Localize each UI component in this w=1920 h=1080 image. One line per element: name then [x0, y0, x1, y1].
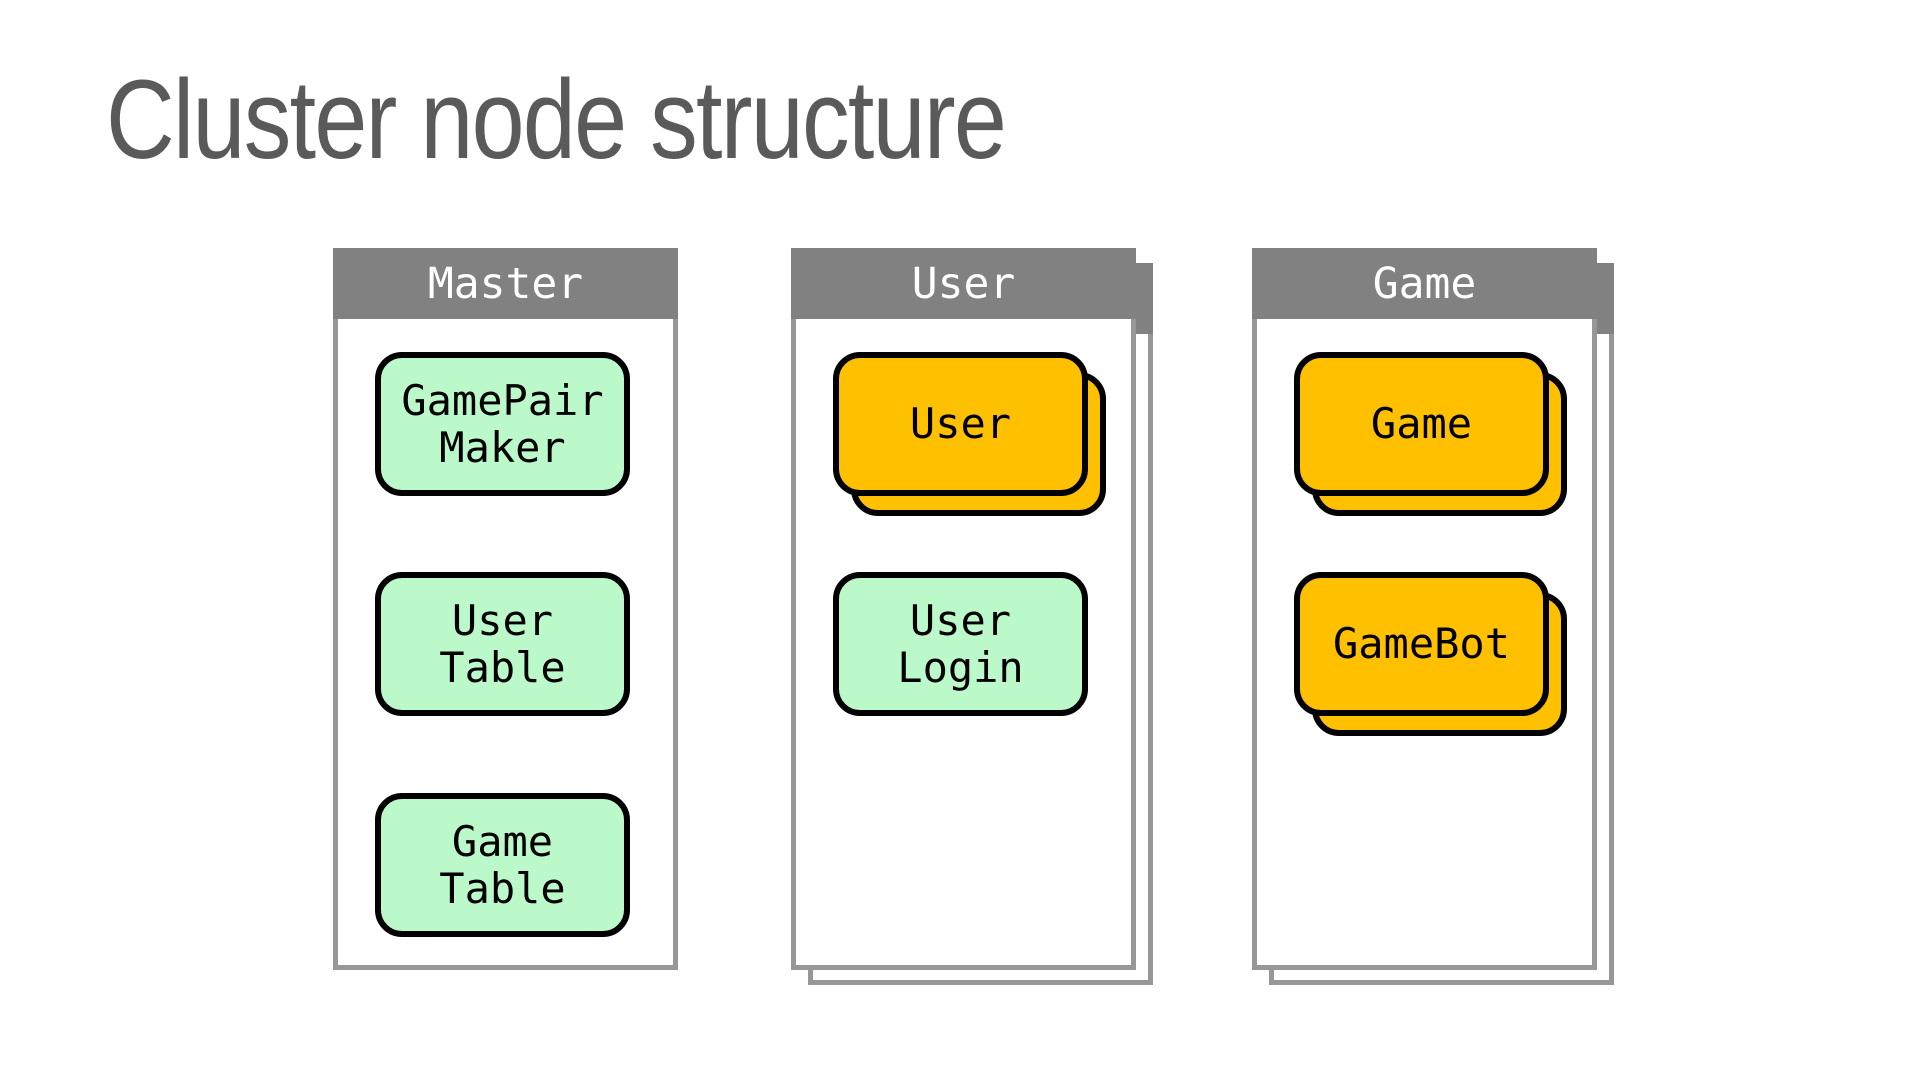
box-label-line: Game — [1370, 399, 1473, 449]
box-label-line: User — [451, 595, 554, 645]
master-panel: Master GamePair Maker User Table Game Ta… — [333, 248, 678, 970]
box-label-line: GamePair — [401, 375, 604, 425]
box-label-line: Game — [451, 816, 554, 866]
user-node-stack: User — [833, 352, 1106, 516]
box-label-line: Maker — [439, 423, 566, 472]
user-login-box: User Login — [833, 572, 1088, 716]
user-panel-title: User — [911, 258, 1016, 309]
node-column-user: User User User Login — [791, 248, 1153, 985]
game-node-stack: Game — [1294, 352, 1567, 516]
master-panel-title: Master — [427, 258, 584, 309]
box-label-line: GameBot — [1332, 619, 1510, 669]
game-panel-header: Game — [1252, 248, 1597, 319]
box-label-line: Table — [439, 643, 566, 692]
user-panel-header: User — [791, 248, 1136, 319]
box-label-line: Login — [897, 643, 1024, 692]
gamebot-stack: GameBot — [1294, 572, 1567, 736]
game-panel-title: Game — [1372, 258, 1477, 309]
box-label-line: User — [909, 595, 1012, 645]
page-title: Cluster node structure — [106, 57, 1007, 182]
box-label-line: Table — [439, 864, 566, 913]
box-label-line: User — [909, 399, 1012, 449]
node-column-game: Game Game GameBot — [1252, 248, 1614, 985]
game-node-box: Game — [1294, 352, 1549, 496]
node-column-master: Master GamePair Maker User Table Game Ta… — [333, 248, 678, 970]
game-panel: Game Game GameBot — [1252, 248, 1597, 970]
user-table-box: User Table — [375, 572, 630, 716]
gamebot-box: GameBot — [1294, 572, 1549, 716]
gamepair-maker-box: GamePair Maker — [375, 352, 630, 496]
user-node-box: User — [833, 352, 1088, 496]
user-panel: User User User Login — [791, 248, 1136, 970]
game-table-box: Game Table — [375, 793, 630, 937]
master-panel-header: Master — [333, 248, 678, 319]
